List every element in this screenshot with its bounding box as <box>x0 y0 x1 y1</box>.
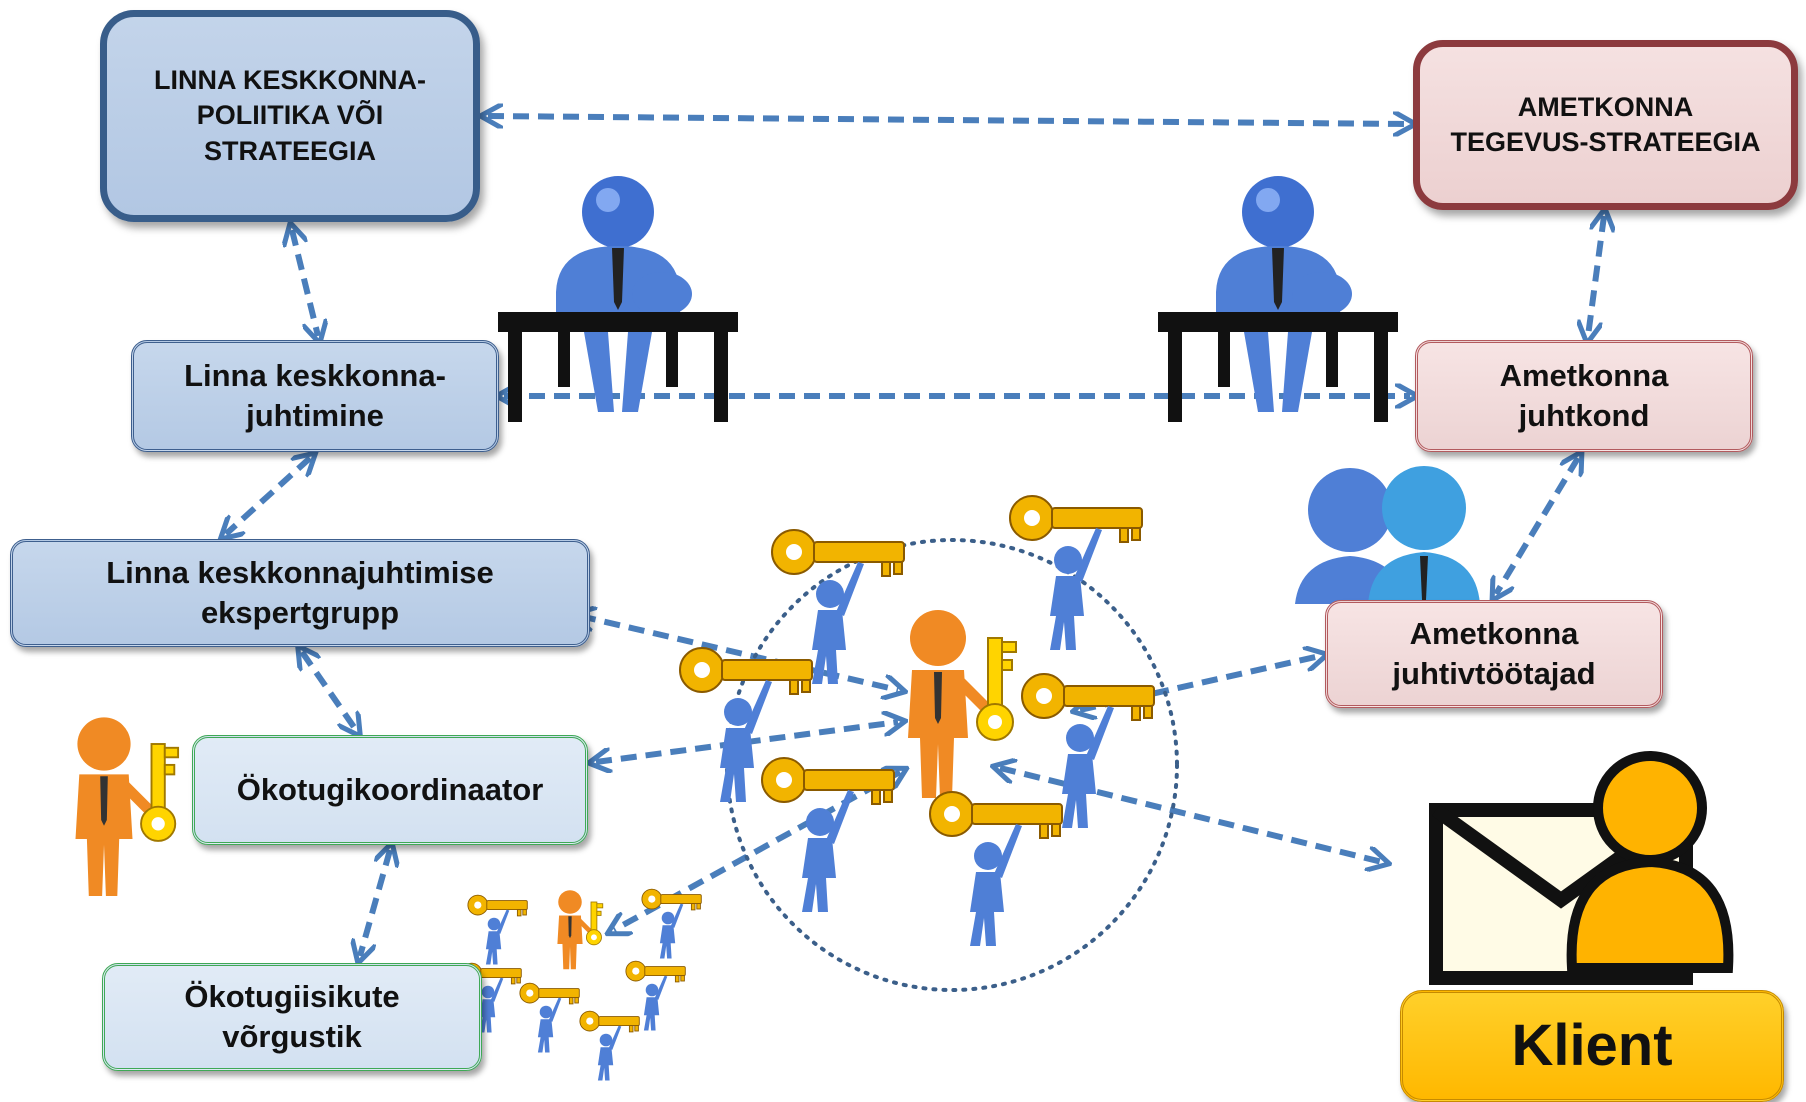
client-label: Klient <box>1511 1013 1673 1079</box>
network-label-line2: võrgustik <box>222 1019 362 1054</box>
desk-person-icon <box>498 176 738 422</box>
policy-label-line1: LINNA KESKKONNA- <box>154 65 426 96</box>
key-carrier-icon <box>467 894 528 965</box>
arrow-group-center <box>580 616 898 690</box>
key-holder-icon <box>74 716 180 897</box>
client-box: Klient <box>1400 990 1784 1102</box>
coordinator-label: Ökotugikoordinaator <box>236 771 544 807</box>
leaders-label-line2: juhtivtöötajad <box>1392 656 1596 691</box>
arrow-policy-strategy <box>488 116 1408 124</box>
network-label-line1: Ökotugiisikute <box>184 978 400 1014</box>
arrow-board-leaders <box>1496 458 1578 594</box>
two-persons-icon <box>1295 466 1480 604</box>
network-box: Ökotugiisikute võrgustik <box>102 963 482 1071</box>
key-carrier-icon <box>519 982 580 1053</box>
expert-group-label-line2: ekspertgrupp <box>200 595 400 630</box>
strategy-label-line2: TEGEVUS-STRATEEGIA <box>1450 127 1761 157</box>
strategy-box: AMETKONNA TEGEVUS-STRATEEGIA <box>1413 40 1798 210</box>
board-label-line1: Ametkonna <box>1499 357 1669 393</box>
leaders-box: Ametkonna juhtivtöötajad <box>1325 600 1663 708</box>
strategy-label-line1: AMETKONNA <box>1517 91 1694 122</box>
arrow-group-coordinator <box>302 652 356 730</box>
policy-label-line2: POLIITIKA VÕI <box>196 100 384 131</box>
board-label-line2: juhtkond <box>1518 398 1650 433</box>
arrow-coordinator-network <box>360 850 390 956</box>
envelope-person-icon <box>1429 751 1734 985</box>
key-holder-icon <box>556 889 604 970</box>
arrow-strategy-board <box>1588 216 1604 336</box>
policy-box: LINNA KESKKONNA- POLIITIKA VÕI STRATEEGI… <box>100 10 480 222</box>
key-carrier-icon <box>929 791 1063 947</box>
expert-group-label-line1: Linna keskkonnajuhtimise <box>106 554 494 590</box>
key-carrier-icon <box>579 1010 640 1081</box>
board-box: Ametkonna juhtkond <box>1415 340 1753 452</box>
arrow-policy-management <box>292 230 318 336</box>
leaders-label-line1: Ametkonna <box>1409 615 1579 651</box>
arrow-management-group <box>226 458 310 534</box>
city-management-label-line2: juhtimine <box>246 398 384 433</box>
expert-group-box: Linna keskkonnajuhtimise ekspertgrupp <box>10 539 590 647</box>
city-management-box: Linna keskkonna- juhtimine <box>131 340 499 452</box>
arrow-center-network-cluster <box>614 772 900 930</box>
team-circle <box>725 538 1179 992</box>
coordinator-box: Ökotugikoordinaator <box>192 735 588 845</box>
key-carrier-icon <box>1009 495 1143 651</box>
key-carrier-icon <box>641 888 702 959</box>
city-management-label-line1: Linna keskkonna- <box>184 357 446 393</box>
desk-person-icon <box>1158 176 1398 422</box>
policy-label-line3: STRATEEGIA <box>203 135 376 166</box>
